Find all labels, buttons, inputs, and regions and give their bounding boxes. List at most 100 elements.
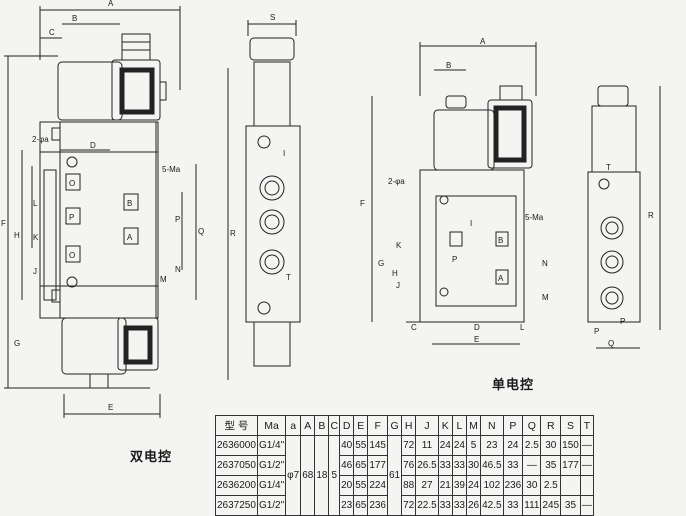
table-header-cell: D [339, 415, 355, 436]
single-solenoid-caption: 单电控 [492, 378, 535, 393]
dim-label: B [72, 14, 77, 23]
table-cell: 2.5 [522, 435, 542, 456]
table-cell: 46 [339, 455, 355, 476]
table-cell: 33 [451, 455, 467, 476]
table-cell: 236 [367, 495, 388, 516]
dim-label: F [1, 219, 6, 228]
table-cell: 40 [339, 435, 355, 456]
double-solenoid-caption: 双电控 [130, 450, 173, 465]
dim-label: G [14, 339, 20, 348]
dim-label: N [542, 259, 548, 268]
dim-label: P [175, 215, 180, 224]
table-cell: G1/2" [256, 455, 287, 476]
dim-label: L [33, 199, 38, 208]
double-solenoid-front-view [4, 6, 229, 418]
table-cell: 21 [437, 475, 453, 496]
dim-label: G [378, 259, 384, 268]
dim-label: 2-φa [32, 135, 49, 144]
dim-label: R [230, 229, 236, 238]
table-cell: 23 [339, 495, 355, 516]
table-cell: G1/2" [256, 495, 287, 516]
table-header-cell: Ma [256, 415, 287, 436]
table-cell: 76 [401, 455, 417, 476]
table-merged-cell: 18 [314, 435, 330, 516]
single-solenoid-side-view [587, 85, 661, 349]
table-cell: 5 [465, 435, 482, 456]
table-cell: 65 [353, 495, 369, 516]
dim-label: E [474, 335, 479, 344]
dim-label: B [446, 61, 451, 70]
dim-label: I [283, 149, 285, 158]
table-header-cell: L [451, 415, 467, 436]
table-header-cell: E [353, 415, 369, 436]
table-cell: 150 [560, 435, 581, 456]
table-header-cell: H [401, 415, 417, 436]
table-cell: 26.5 [415, 455, 439, 476]
table-header-cell: T [579, 415, 594, 436]
table-header-cell: S [560, 415, 581, 436]
dim-label: S [270, 13, 275, 22]
table-cell: 46.5 [480, 455, 504, 476]
dim-label: 5-Ma [162, 165, 181, 174]
dim-label: I [470, 219, 472, 228]
table-cell: 2636200 [215, 475, 258, 496]
table-cell: 33 [502, 455, 524, 476]
table-cell: 33 [502, 495, 524, 516]
table-cell: 42.5 [480, 495, 504, 516]
table-cell: 236 [502, 475, 524, 496]
port-label: P [452, 255, 457, 264]
table-cell: 33 [437, 495, 453, 516]
table-cell: 27 [415, 475, 439, 496]
port-label: A [127, 233, 133, 242]
table-header-cell: F [367, 415, 388, 436]
table-cell: 55 [353, 435, 369, 456]
table-cell [579, 475, 594, 496]
port-label: P [69, 213, 74, 222]
table-cell: 30 [465, 455, 482, 476]
dim-label: P [620, 317, 625, 326]
table-merged-cell: 5 [328, 435, 341, 516]
dim-label: E [108, 403, 113, 412]
dim-label: K [396, 241, 402, 250]
dim-label: C [49, 28, 55, 37]
port-label: O [69, 251, 75, 260]
table-cell: 72 [401, 435, 417, 456]
table-cell: 2636000 [215, 435, 258, 456]
table-cell: G1/4" [256, 475, 287, 496]
table-cell: 145 [367, 435, 388, 456]
dim-label: L [520, 323, 525, 332]
double-solenoid-side-view [245, 20, 301, 367]
table-cell: 23 [480, 435, 504, 456]
table-cell: 224 [367, 475, 388, 496]
dim-label: 5-Ma [525, 213, 544, 222]
table-header-cell: B [314, 415, 330, 436]
table-cell: 55 [353, 475, 369, 496]
table-merged-cell: 61 [386, 435, 403, 516]
port-label: O [69, 179, 75, 188]
dim-label: F [360, 199, 365, 208]
table-cell: 2637050 [215, 455, 258, 476]
table-cell: 35 [540, 455, 562, 476]
dim-label: A [108, 0, 114, 8]
table-cell: 33 [451, 495, 467, 516]
table-cell: 24 [451, 435, 467, 456]
table-cell: 30 [540, 435, 562, 456]
dim-label: R [648, 211, 654, 220]
dim-label: 2-φa [388, 177, 405, 186]
dim-label: H [392, 269, 398, 278]
dim-label: A [480, 37, 486, 46]
table-header-cell: M [465, 415, 482, 436]
table-cell: 2.5 [540, 475, 562, 496]
dim-label: Q [198, 227, 204, 236]
table-cell: 102 [480, 475, 504, 496]
table-header-cell: C [328, 415, 341, 436]
port-label: B [127, 199, 132, 208]
dim-label: T [606, 163, 611, 172]
dim-label: K [33, 233, 39, 242]
table-cell: 65 [353, 455, 369, 476]
dim-label: N [175, 265, 181, 274]
dim-label: M [160, 275, 167, 284]
